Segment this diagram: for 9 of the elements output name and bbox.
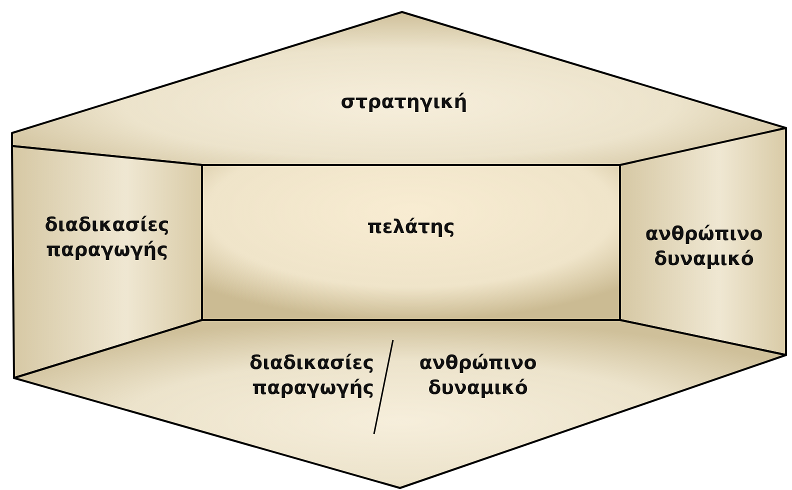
- panel-label: πελάτης: [366, 215, 456, 240]
- center-panel: [202, 165, 620, 320]
- panel-label: διαδικασίες παραγωγής: [248, 351, 374, 401]
- panel-label: ανθρώπινο δυναμικό: [644, 222, 764, 272]
- panel-label: ανθρώπινο δυναμικό: [418, 351, 538, 401]
- panel-label: διαδικασίες παραγωγής: [44, 213, 170, 263]
- panel-label: στρατηγική: [340, 90, 468, 115]
- side-panel: [620, 128, 786, 355]
- side-panel: [12, 146, 202, 378]
